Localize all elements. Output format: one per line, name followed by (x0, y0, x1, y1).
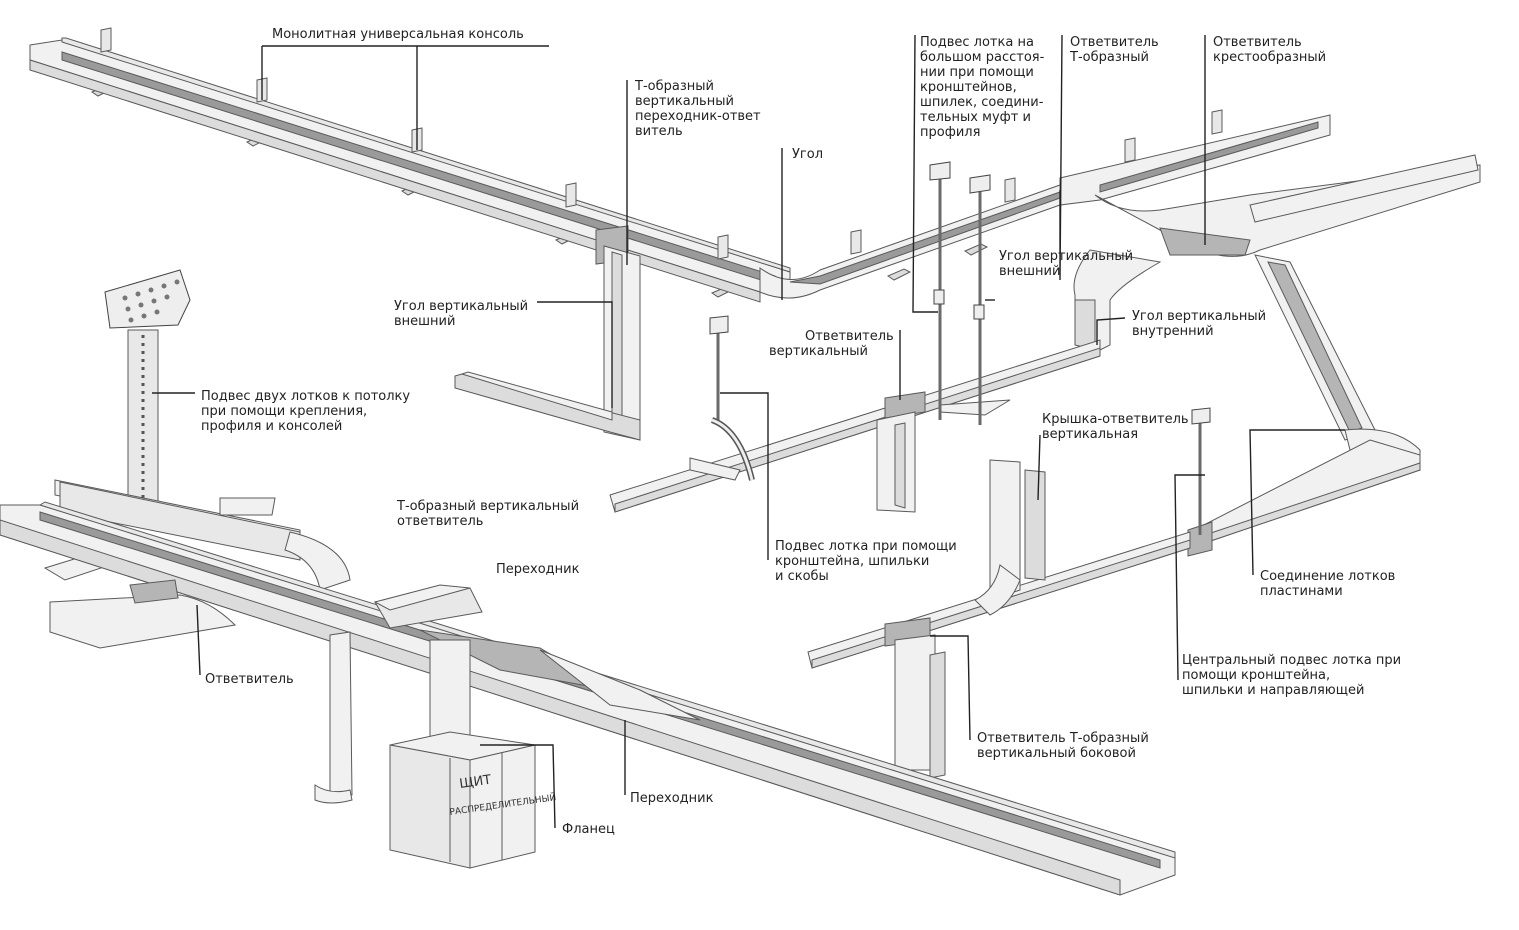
label-line: Подвес лотка при помощи (775, 539, 957, 554)
label-line: Т-образный (1069, 50, 1149, 65)
label-t-vertical-adapter: Т-образный вертикальный переходник-ответ… (634, 79, 765, 139)
label-line: кронштейна, шпильки (775, 554, 929, 569)
label-line: вертикальная (1042, 427, 1138, 442)
label-line: витель (635, 124, 683, 139)
label-corner: Угол (792, 147, 823, 162)
label-central-hanger: Центральный подвес лотка при помощи крон… (1182, 653, 1405, 698)
label-line: Соединение лотков (1260, 569, 1395, 584)
label-line: большом расстоя- (920, 50, 1045, 65)
hanger-plate-holes (122, 279, 180, 323)
label-line: тельных муфт и (920, 110, 1031, 125)
label-ext-vertical-corner-right: Угол вертикальный внешний (999, 249, 1137, 279)
label-line: переходник-ответ (635, 109, 761, 124)
right-loop-tray (1073, 249, 1421, 557)
label-cover-branch: Крышка-ответвитель вертикальная (1042, 412, 1193, 442)
label-flange: Фланец (562, 822, 615, 837)
cabinet-title: ЩИТ (458, 773, 492, 792)
label-line: пластинами (1260, 584, 1343, 599)
label-two-trays-hanger: Подвес двух лотков к потолку при помощи … (201, 389, 414, 434)
hanger-rods (709, 161, 1211, 535)
label-t-vertical-branch: Т-образный вертикальный ответвитель (396, 499, 583, 529)
label-side-t-branch: Ответвитель Т-образный вертикальный боко… (977, 731, 1153, 761)
label-line: Подвес двух лотков к потолку (201, 389, 410, 404)
label-cross-branch: Ответвитель крестообразный (1213, 35, 1326, 65)
label-vertical-branch: Ответвитель вертикальный (769, 329, 898, 359)
leader-lines (152, 34, 1345, 829)
callout-labels: Монолитная универсальная консоль Т-образ… (201, 27, 1405, 837)
label-line: профиля (920, 125, 980, 140)
distribution-cabinet: ЩИТ РАСПРЕДЕЛИТЕЛЬНЫЙ (389, 731, 557, 869)
label-line: вертикальный (635, 94, 734, 109)
label-line: Подвес лотка на (920, 35, 1034, 50)
label-branch: Ответвитель (205, 672, 294, 687)
label-line: кронштейнов, (920, 80, 1017, 95)
label-line: Крышка-ответвитель (1042, 412, 1189, 427)
label-line: Центральный подвес лотка при (1182, 653, 1401, 668)
label-console: Монолитная универсальная консоль (272, 27, 524, 42)
label-line: Т-образный вертикальный (396, 499, 579, 514)
label-line: при помощи крепления, (201, 404, 367, 419)
lower-right-tray (807, 459, 1191, 779)
label-bracket-hanger: Подвес лотка при помощи кронштейна, шпил… (775, 539, 961, 584)
label-line: Угол вертикальный (394, 299, 528, 314)
label-line: Ответвитель Т-образный (977, 731, 1149, 746)
label-plates-join: Соединение лотков пластинами (1260, 569, 1400, 599)
label-line: крестообразный (1213, 50, 1326, 65)
lower-main-tray (0, 269, 1176, 896)
label-ext-vertical-corner-left: Угол вертикальный внешний (394, 299, 532, 329)
label-line: Ответвитель (805, 329, 894, 344)
label-line: Угол вертикальный (999, 249, 1133, 264)
label-line: внешний (394, 314, 455, 329)
upper-tray-run (29, 27, 1481, 441)
label-long-span-hanger: Подвес лотка на большом расстоя- нии при… (920, 35, 1048, 140)
label-line: шпильки и направляющей (1182, 683, 1364, 698)
label-line: вертикальный (769, 344, 868, 359)
label-line: помощи кронштейна, (1182, 668, 1330, 683)
label-line: внешний (999, 264, 1060, 279)
label-line: Ответвитель (1213, 35, 1302, 50)
label-t-branch: Ответвитель Т-образный (1069, 35, 1163, 65)
label-adapter-bottom: Переходник (630, 791, 714, 806)
label-line: нии при помощи (920, 65, 1034, 80)
label-line: и скобы (775, 569, 829, 584)
label-line: шпилек, соедини- (920, 95, 1044, 110)
label-line: Угол вертикальный (1132, 309, 1266, 324)
label-line: Ответвитель (1070, 35, 1159, 50)
label-line: вертикальный боковой (977, 746, 1136, 761)
label-adapter-mid: Переходник (496, 562, 580, 577)
label-line: Т-образный (634, 79, 714, 94)
label-line: внутренний (1132, 324, 1214, 339)
label-int-vertical-corner: Угол вертикальный внутренний (1132, 309, 1270, 339)
label-line: профиля и консолей (201, 419, 342, 434)
label-line: ответвитель (397, 514, 483, 529)
